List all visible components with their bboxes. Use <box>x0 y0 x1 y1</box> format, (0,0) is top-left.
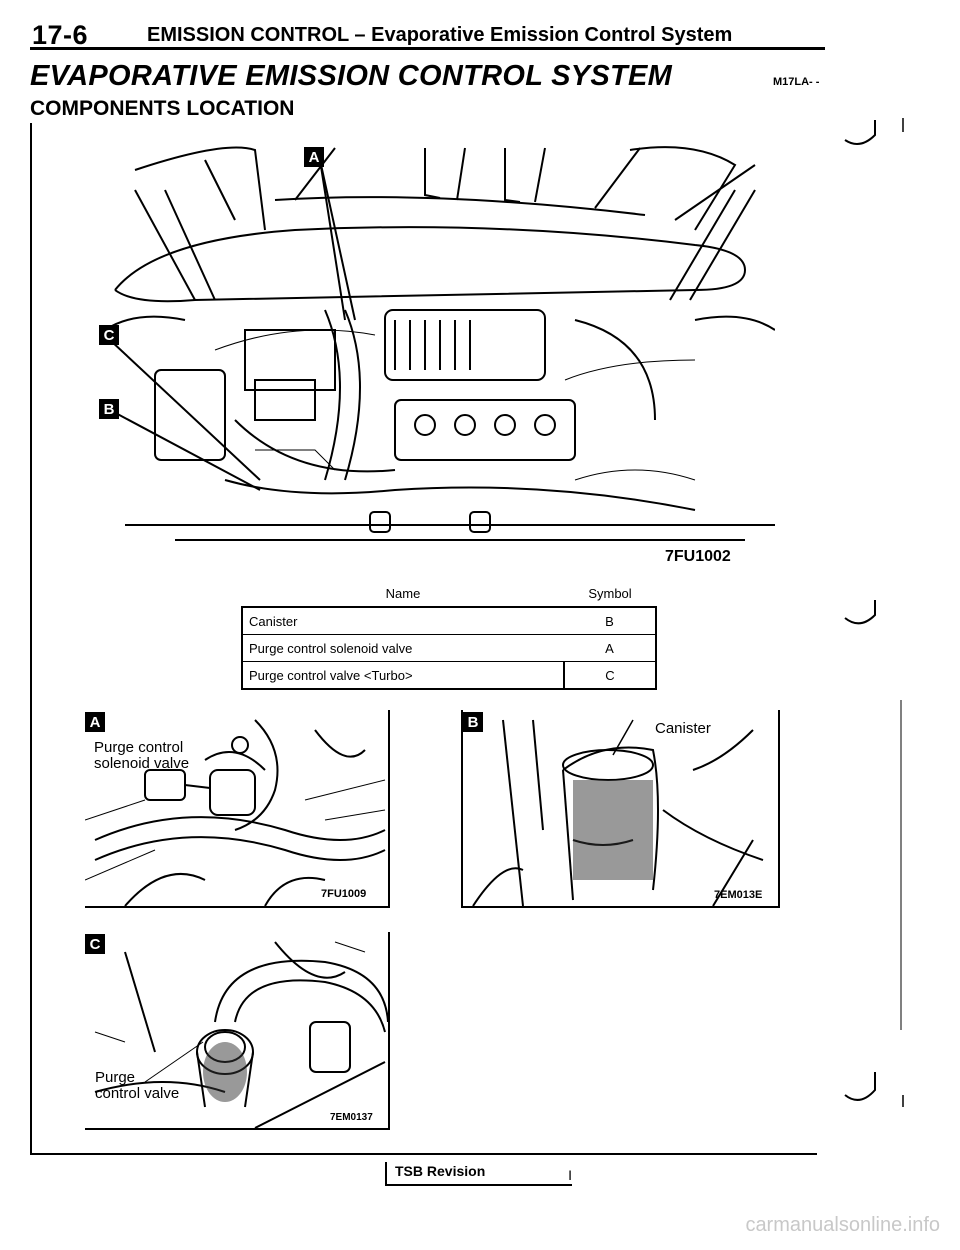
table-cell-symbol: B <box>564 607 657 635</box>
tsb-revision-end-mark: I <box>568 1167 572 1183</box>
detail-b-callout: Canister <box>655 720 711 737</box>
main-figure-number: 7FU1002 <box>665 548 731 565</box>
detail-a-callout: Purge control solenoid valve <box>94 739 190 772</box>
table-cell-name: Canister <box>241 607 564 635</box>
table-cell-symbol: C <box>563 661 657 690</box>
watermark: carmanualsonline.info <box>745 1214 940 1236</box>
table-cell-name: Purge control solenoid valve <box>241 634 564 662</box>
detail-c-badge: C <box>85 934 105 954</box>
page-number: 17-6 <box>32 20 89 50</box>
table-cell-name: Purge control valve <Turbo> <box>241 661 564 690</box>
badge-c: C <box>99 325 119 345</box>
tsb-revision-box: TSB Revision I <box>385 1162 572 1186</box>
canister-illustration <box>472 719 764 906</box>
section-header: EMISSION CONTROL – Evaporative Emission … <box>147 24 733 46</box>
table-row: Canister B <box>241 607 657 635</box>
table-row: Purge control solenoid valve A <box>241 634 657 662</box>
detail-a-badge: A <box>85 712 105 732</box>
solenoid-illustration <box>85 719 386 906</box>
detail-c-callout: Purge control valve <box>95 1069 180 1102</box>
binder-marks <box>844 118 904 1107</box>
engine-bay-illustration <box>104 146 775 541</box>
detail-c-figure <box>85 932 390 1130</box>
footer-rule <box>30 1153 817 1155</box>
table-row: Purge control valve <Turbo> C <box>241 661 657 690</box>
document-code: M17LA- - <box>773 76 820 88</box>
table-cell-symbol: A <box>564 634 657 662</box>
table-header-name: Name <box>242 580 564 608</box>
table-header-symbol: Symbol <box>564 580 656 608</box>
detail-c-figure-number: 7EM0137 <box>330 1112 373 1123</box>
tsb-revision-label: TSB Revision <box>395 1163 486 1179</box>
page-title: EVAPORATIVE EMISSION CONTROL SYSTEM <box>30 60 673 92</box>
detail-b-figure-number: 7EM013E <box>714 889 763 901</box>
header-rule <box>30 47 825 50</box>
purge-valve-illustration <box>94 941 388 1128</box>
components-table: Name Symbol Canister B Purge control sol… <box>241 580 657 690</box>
detail-b-badge: B <box>463 712 483 732</box>
detail-a-figure <box>85 710 390 908</box>
detail-a-figure-number: 7FU1009 <box>321 888 367 900</box>
badge-b: B <box>99 399 119 419</box>
detail-b-figure <box>461 710 780 908</box>
table-header-row: Name Symbol <box>242 580 656 608</box>
badge-a: A <box>304 147 324 167</box>
section-subtitle: COMPONENTS LOCATION <box>30 97 295 120</box>
margin-line <box>30 123 32 1155</box>
